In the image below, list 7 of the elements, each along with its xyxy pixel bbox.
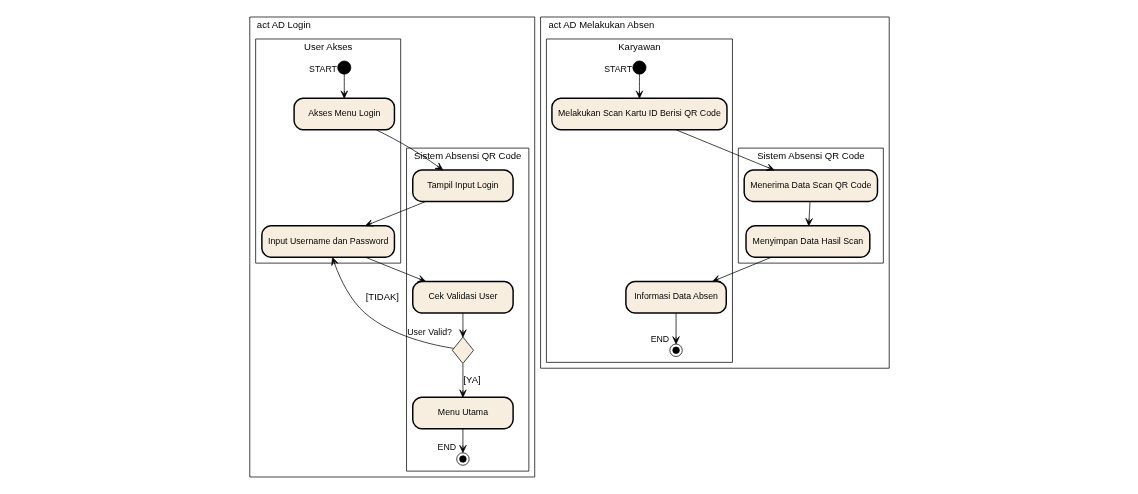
node-label: END [437,442,456,453]
node-label: START [603,63,632,74]
edge-label: [YA] [462,373,481,385]
node-label: User Valid? [406,326,452,337]
edge-label: [TIDAK] [365,290,399,302]
node-label: START [308,63,337,74]
node-label: END [650,333,669,344]
